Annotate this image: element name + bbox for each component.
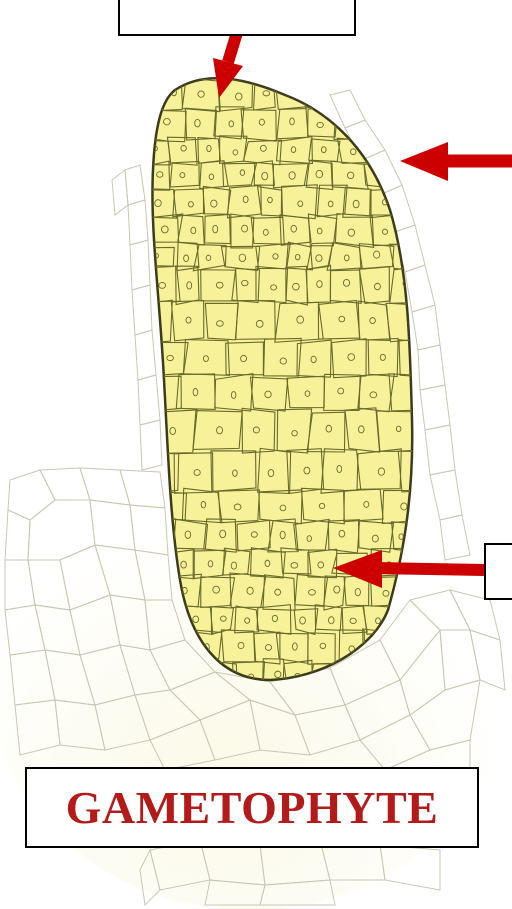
cell-nucleus <box>399 90 406 95</box>
cell-nucleus <box>413 391 419 397</box>
cell-nucleus <box>370 92 375 97</box>
cell-nucleus <box>152 317 157 324</box>
gametophyte-caption-text: GAMETOPHYTE <box>66 781 439 834</box>
tissue-cell <box>414 77 448 109</box>
tissue-cell <box>403 110 434 140</box>
label-box-top <box>118 0 356 36</box>
cell-nucleus <box>420 469 425 476</box>
label-box-right <box>484 543 512 600</box>
cell-nucleus <box>320 90 324 95</box>
cell-nucleus <box>428 198 434 204</box>
tissue-cell <box>416 186 442 218</box>
cell-nucleus <box>380 174 385 180</box>
cell-nucleus <box>432 92 437 97</box>
cell-nucleus <box>419 229 424 235</box>
cell-nucleus <box>158 389 163 395</box>
cell-nucleus <box>404 171 410 177</box>
arrow-left-icon <box>400 142 448 181</box>
tissue-cell <box>139 78 166 109</box>
tissue-cell <box>336 80 364 109</box>
cell-nucleus <box>150 91 155 96</box>
cell-nucleus <box>412 355 417 361</box>
arrow-upper-right <box>400 142 512 181</box>
gametophyte-caption: GAMETOPHYTE <box>25 767 479 848</box>
cell-nucleus <box>384 120 389 126</box>
cell-nucleus <box>404 253 409 260</box>
cell-nucleus <box>405 147 411 153</box>
tissue-cell <box>389 79 420 110</box>
cell-nucleus <box>418 121 423 127</box>
tissue-cell <box>359 78 386 110</box>
